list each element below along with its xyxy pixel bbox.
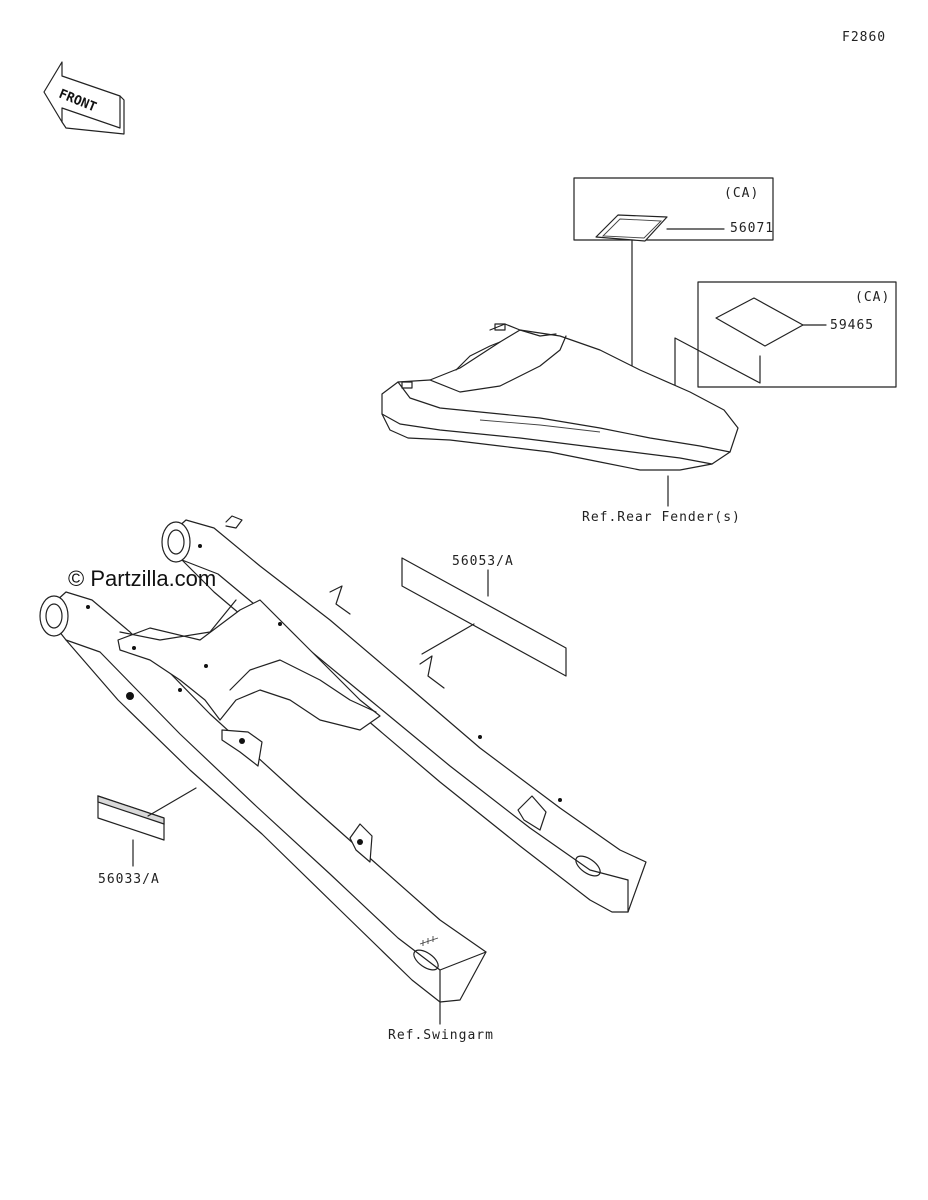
rear-fender: [381, 323, 739, 507]
callout-59465: 59465: [830, 318, 875, 333]
callout-ca-1: (CA): [724, 186, 760, 201]
label-56071-shape: [595, 214, 668, 242]
callout-ca-2: (CA): [855, 290, 891, 305]
callout-56071: 56071: [730, 221, 775, 236]
callout-56053: 56053/A: [452, 554, 514, 569]
front-arrow-icon: FRONT: [43, 61, 125, 135]
callout-ref-rear-fender: Ref.Rear Fender(s): [582, 510, 741, 525]
label-59465-shape: [715, 297, 804, 347]
bracket-right: [517, 795, 547, 831]
swingarm: [39, 515, 647, 1025]
inset-box-ca-59465: [674, 281, 897, 425]
label-56053-shape: [401, 557, 567, 677]
inset-box-ca-56071: [573, 177, 774, 409]
watermark: © Partzilla.com: [68, 566, 217, 591]
label-56033-shape: [97, 787, 197, 867]
callout-ref-swingarm: Ref.Swingarm: [388, 1028, 494, 1043]
figure-code: F2860: [842, 30, 887, 45]
callout-56033: 56033/A: [98, 872, 160, 887]
bracket-left: [221, 729, 263, 767]
